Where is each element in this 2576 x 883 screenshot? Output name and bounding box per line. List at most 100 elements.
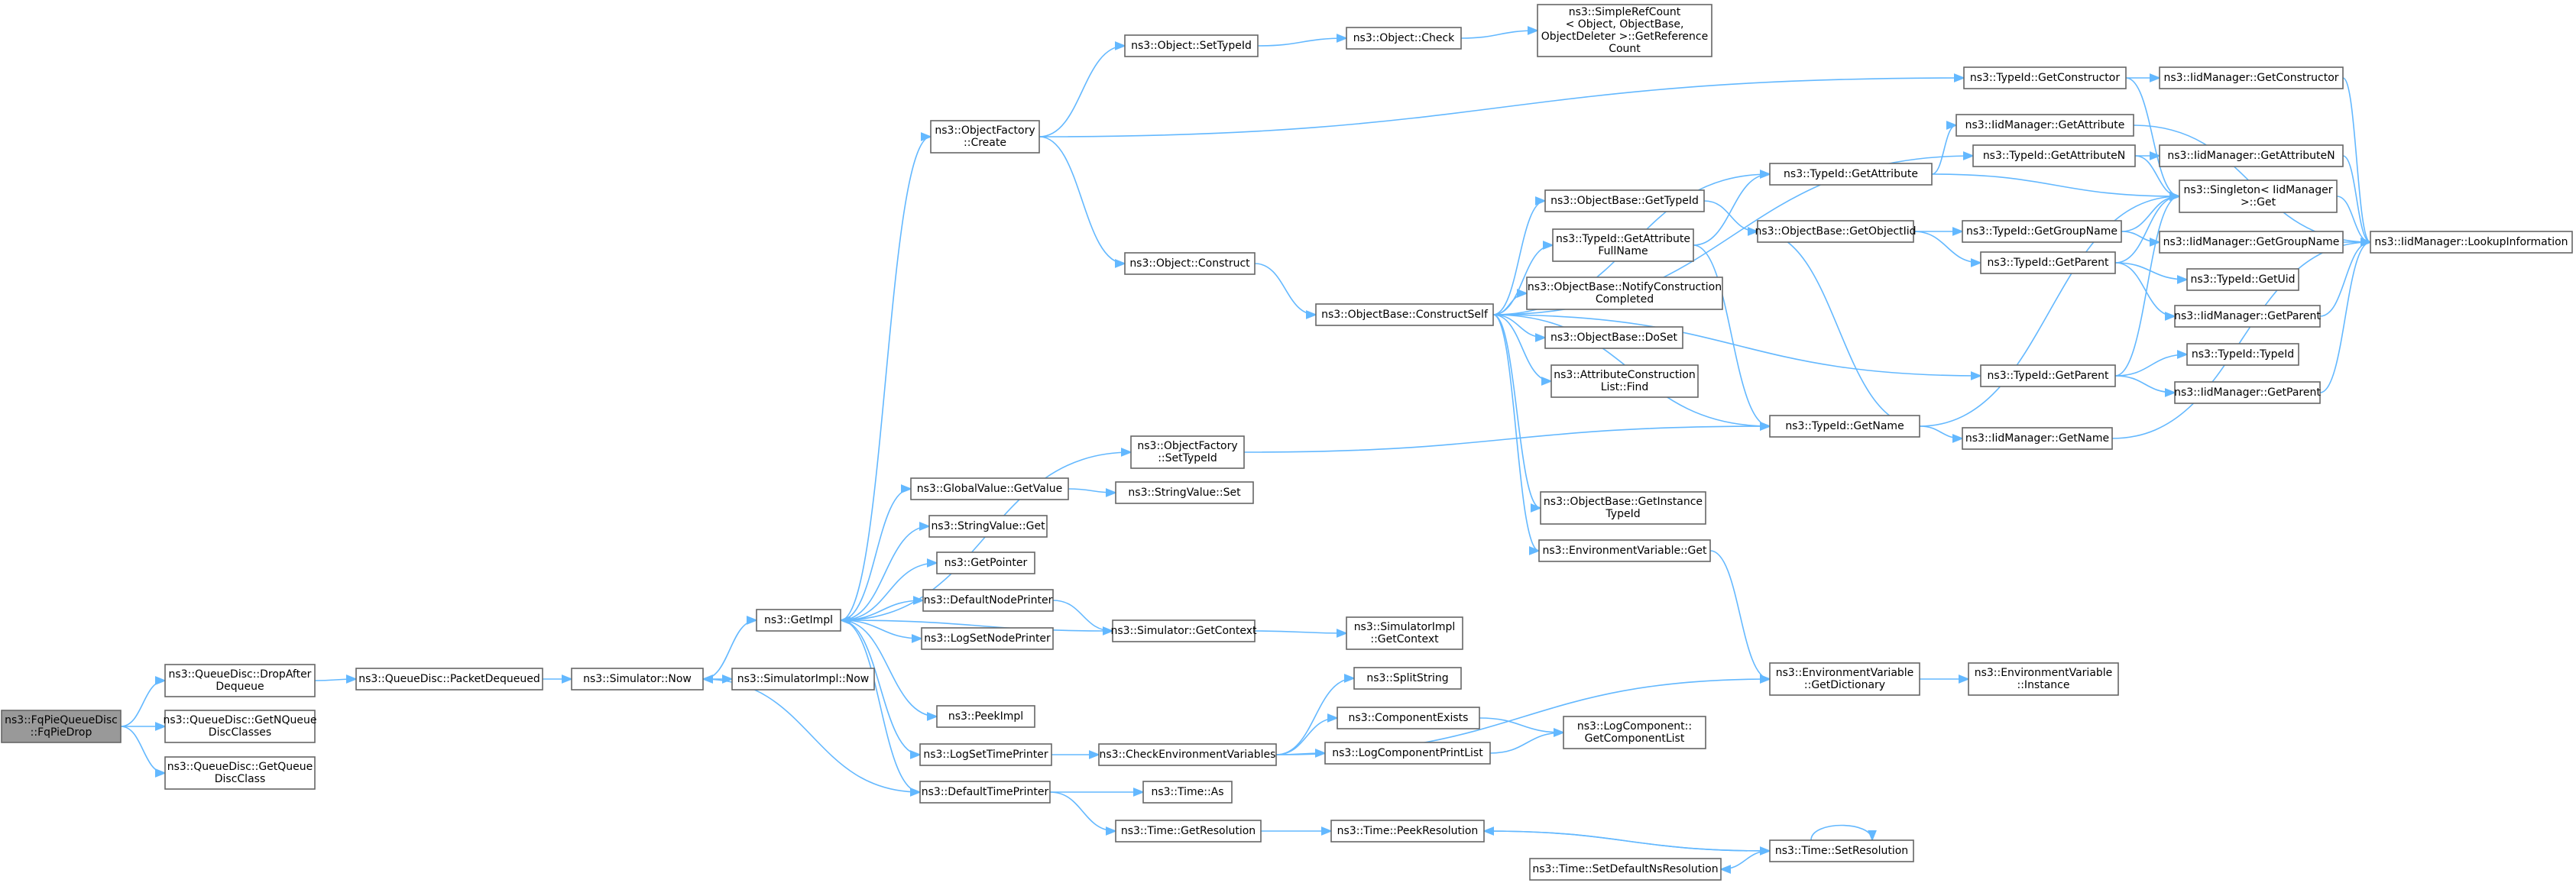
node-defaultnodeprinter[interactable]: ns3::DefaultNodePrinter — [922, 589, 1054, 612]
node-time-as[interactable]: ns3::Time::As — [1142, 781, 1233, 804]
node-iidmanager-getconstructor[interactable]: ns3::IidManager::GetConstructor — [2159, 66, 2344, 89]
node-box[interactable] — [1, 710, 122, 743]
node-box[interactable] — [936, 551, 1035, 574]
node-box[interactable] — [930, 120, 1040, 154]
node-box[interactable] — [1315, 303, 1494, 326]
node-box[interactable] — [1337, 707, 1480, 729]
node-box[interactable] — [2159, 231, 2344, 254]
node-objectbase-notifyconstructioncompleted[interactable]: ns3::ObjectBase::NotifyConstructionCompl… — [1526, 277, 1723, 310]
node-iidmanager-lookupinformation[interactable]: ns3::IidManager::LookupInformation — [2370, 231, 2573, 254]
node-iidmanager-getname[interactable]: ns3::IidManager::GetName — [1962, 427, 2113, 450]
node-box[interactable] — [756, 609, 841, 632]
node-box[interactable] — [1526, 277, 1723, 310]
node-box[interactable] — [571, 668, 704, 691]
node-box[interactable] — [1130, 435, 1245, 469]
node-box[interactable] — [919, 743, 1052, 766]
node-typeid-getattribute[interactable]: ns3::TypeId::GetAttribute — [1769, 163, 1933, 186]
node-box[interactable] — [928, 515, 1048, 538]
node-simulator-getcontext[interactable]: ns3::Simulator::GetContext — [1110, 619, 1257, 642]
node-defaulttimeprinter[interactable]: ns3::DefaultTimePrinter — [919, 781, 1051, 804]
node-box[interactable] — [2370, 231, 2573, 254]
node-objectbase-getobjectiid[interactable]: ns3::ObjectBase::GetObjectIid — [1755, 220, 1917, 243]
node-typeid-getgroupname[interactable]: ns3::TypeId::GetGroupName — [1962, 220, 2122, 243]
node-iidmanager-getgroupname[interactable]: ns3::IidManager::GetGroupName — [2159, 231, 2344, 254]
node-box[interactable] — [1962, 427, 2113, 450]
node-box[interactable] — [1972, 144, 2136, 167]
node-box[interactable] — [1346, 616, 1463, 650]
node-box[interactable] — [1980, 364, 2116, 387]
node-time-setresolution[interactable]: ns3::Time::SetResolution — [1769, 839, 1914, 862]
node-box[interactable] — [1757, 220, 1914, 243]
node-typeid-getconstructor[interactable]: ns3::TypeId::GetConstructor — [1963, 66, 2127, 89]
node-box[interactable] — [731, 668, 875, 691]
node-checkenvironmentvariables[interactable]: ns3::CheckEnvironmentVariables — [1098, 743, 1277, 766]
node-time-peekresolution[interactable]: ns3::Time::PeekResolution — [1330, 820, 1485, 843]
node-box[interactable] — [1112, 619, 1256, 642]
node-box[interactable] — [1529, 858, 1722, 881]
node-globalvalue-getvalue[interactable]: ns3::GlobalValue::GetValue — [910, 477, 1069, 500]
node-simplerefcount-getreferencecount[interactable]: ns3::SimpleRefCount< Object, ObjectBase,… — [1537, 4, 1712, 57]
node-iidmanager-getattribute[interactable]: ns3::IidManager::GetAttribute — [1955, 114, 2134, 137]
node-time-setdefaultnsresolution[interactable]: ns3::Time::SetDefaultNsResolution — [1529, 858, 1722, 881]
node-componentexists[interactable]: ns3::ComponentExists — [1337, 707, 1480, 729]
node-box[interactable] — [1552, 228, 1694, 262]
node-iidmanager-getparent2[interactable]: ns3::IidManager::GetParent — [2174, 381, 2321, 404]
node-time-getresolution[interactable]: ns3::Time::GetResolution — [1115, 820, 1262, 843]
node-box[interactable] — [1544, 326, 1683, 349]
node-environmentvariable-instance[interactable]: ns3::EnvironmentVariable::Instance — [1968, 662, 2119, 696]
node-box[interactable] — [1769, 662, 1920, 696]
node-box[interactable] — [355, 668, 543, 691]
node-box[interactable] — [1330, 820, 1485, 843]
node-box[interactable] — [2186, 268, 2299, 291]
node-box[interactable] — [2159, 144, 2344, 167]
node-environmentvariable-getdictionary[interactable]: ns3::EnvironmentVariable::GetDictionary — [1769, 662, 1920, 696]
node-box[interactable] — [1537, 4, 1712, 57]
node-box[interactable] — [1550, 364, 1699, 398]
node-peekimpl[interactable]: ns3::PeekImpl — [936, 705, 1035, 728]
node-box[interactable] — [1142, 781, 1233, 804]
node-simulatorimpl-now[interactable]: ns3::SimulatorImpl::Now — [731, 668, 875, 691]
node-typeid-getparent2[interactable]: ns3::TypeId::GetParent — [1980, 364, 2116, 387]
node-box[interactable] — [2174, 381, 2321, 404]
node-objectbase-constructself[interactable]: ns3::ObjectBase::ConstructSelf — [1315, 303, 1494, 326]
node-fqpie-fqpiedrop[interactable]: ns3::FqPieQueueDisc::FqPieDrop — [1, 710, 122, 743]
node-box[interactable] — [1968, 662, 2119, 696]
node-logsetnodeprinter[interactable]: ns3::LogSetNodePrinter — [921, 627, 1054, 650]
node-box[interactable] — [919, 781, 1051, 804]
node-object-construct[interactable]: ns3::Object::Construct — [1124, 252, 1256, 275]
node-getpointer[interactable]: ns3::GetPointer — [936, 551, 1035, 574]
node-stringvalue-get[interactable]: ns3::StringValue::Get — [928, 515, 1048, 538]
node-iidmanager-getattributen[interactable]: ns3::IidManager::GetAttributeN — [2159, 144, 2344, 167]
node-environmentvariable-get[interactable]: ns3::EnvironmentVariable::Get — [1538, 539, 1711, 562]
node-queuedisc-packetdequeued[interactable]: ns3::QueueDisc::PacketDequeued — [355, 668, 543, 691]
node-getimpl[interactable]: ns3::GetImpl — [756, 609, 841, 632]
node-box[interactable] — [2174, 305, 2321, 328]
node-box[interactable] — [1769, 415, 1920, 438]
node-typeid-getuid[interactable]: ns3::TypeId::GetUid — [2186, 268, 2299, 291]
node-box[interactable] — [1962, 220, 2122, 243]
node-objectbase-gettypeid[interactable]: ns3::ObjectBase::GetTypeId — [1544, 189, 1705, 212]
node-stringvalue-set[interactable]: ns3::StringValue::Set — [1115, 481, 1254, 504]
node-box[interactable] — [1980, 251, 2116, 274]
node-box[interactable] — [1124, 34, 1259, 57]
node-typeid-getname[interactable]: ns3::TypeId::GetName — [1769, 415, 1920, 438]
node-box[interactable] — [922, 589, 1054, 612]
node-box[interactable] — [1324, 742, 1491, 765]
node-typeid-getattributen[interactable]: ns3::TypeId::GetAttributeN — [1972, 144, 2136, 167]
node-box[interactable] — [1544, 189, 1705, 212]
node-objectfactory-create[interactable]: ns3::ObjectFactory::Create — [930, 120, 1040, 154]
node-simulatorimpl-getcontext[interactable]: ns3::SimulatorImpl::GetContext — [1346, 616, 1463, 650]
node-objectfactory-settypeid[interactable]: ns3::ObjectFactory::SetTypeId — [1130, 435, 1245, 469]
node-box[interactable] — [2186, 343, 2299, 366]
node-box[interactable] — [1353, 667, 1462, 690]
node-box[interactable] — [164, 710, 316, 743]
node-box[interactable] — [1563, 716, 1706, 749]
node-object-settypeid[interactable]: ns3::Object::SetTypeId — [1124, 34, 1259, 57]
node-simulator-now[interactable]: ns3::Simulator::Now — [571, 668, 704, 691]
node-box[interactable] — [1955, 114, 2134, 137]
